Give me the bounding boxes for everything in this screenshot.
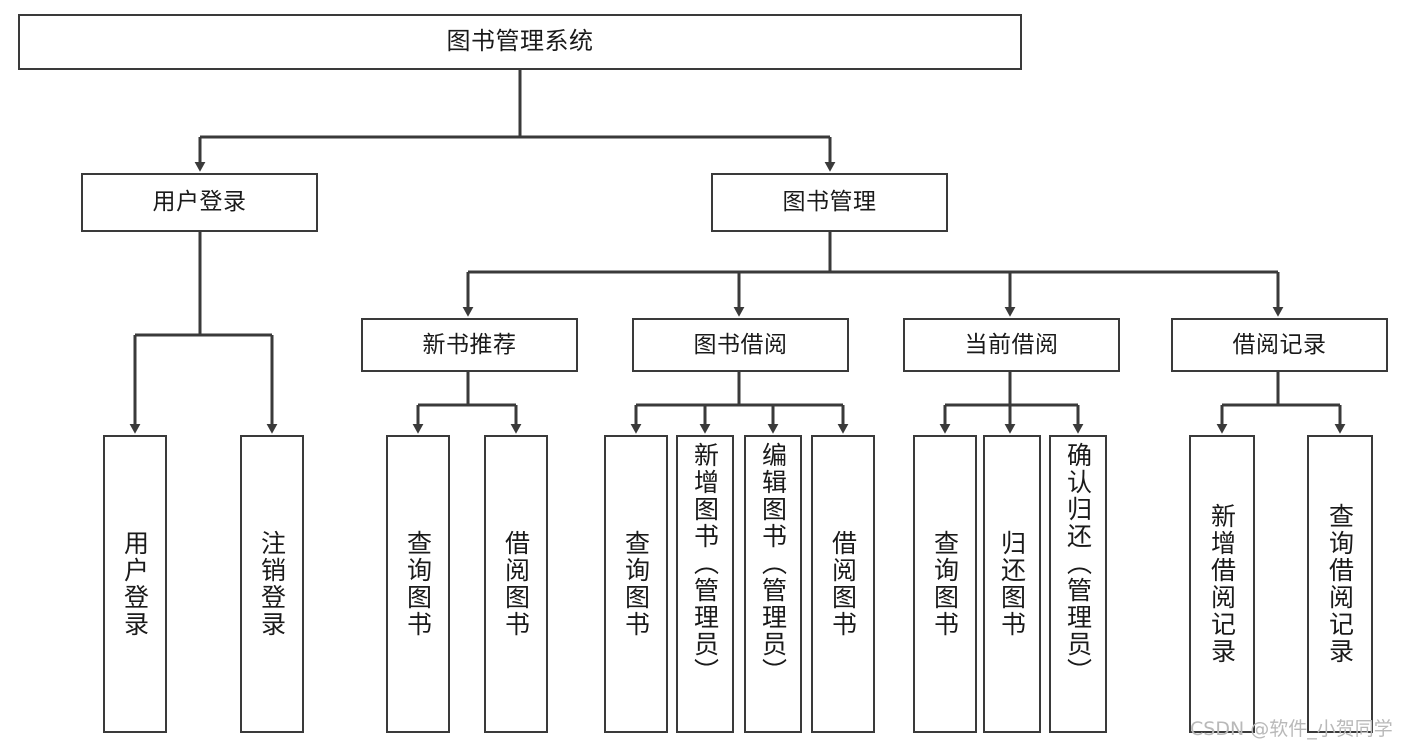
leaf-query-book-recommend[interactable]: 查询图书 <box>386 435 450 733</box>
node-label: 图书管理系统 <box>446 27 594 56</box>
watermark-text: CSDN @软件_小贺同学 <box>1190 718 1393 740</box>
leaf-return-book[interactable]: 归还图书 <box>983 435 1041 733</box>
node-current-borrow[interactable]: 当前借阅 <box>903 318 1120 372</box>
node-book-management[interactable]: 图书管理 <box>711 173 948 232</box>
leaf-label: 借阅图书 <box>828 530 858 638</box>
node-label: 新书推荐 <box>422 331 517 358</box>
node-label: 当前借阅 <box>964 331 1059 358</box>
node-label: 图书借阅 <box>693 331 788 358</box>
leaf-borrow-book[interactable]: 借阅图书 <box>811 435 875 733</box>
leaf-label: 编辑图书（管理员） <box>758 442 788 685</box>
leaf-label: 查询图书 <box>621 530 651 638</box>
leaf-query-book-current[interactable]: 查询图书 <box>913 435 977 733</box>
leaf-add-book-admin[interactable]: 新增图书（管理员） <box>676 435 734 733</box>
leaf-query-borrow-record[interactable]: 查询借阅记录 <box>1307 435 1373 733</box>
leaf-label: 新增借阅记录 <box>1207 503 1237 665</box>
node-label: 借阅记录 <box>1232 331 1327 358</box>
leaf-label: 查询图书 <box>930 530 960 638</box>
leaf-user-login[interactable]: 用户登录 <box>103 435 167 733</box>
node-user-login[interactable]: 用户登录 <box>81 173 318 232</box>
node-label: 图书管理 <box>782 189 877 216</box>
leaf-label: 用户登录 <box>120 530 150 638</box>
leaf-logout[interactable]: 注销登录 <box>240 435 304 733</box>
node-label: 用户登录 <box>152 189 247 216</box>
leaf-query-book-borrow[interactable]: 查询图书 <box>604 435 668 733</box>
leaf-label: 查询图书 <box>403 530 433 638</box>
node-book-borrow[interactable]: 图书借阅 <box>632 318 849 372</box>
leaf-add-borrow-record[interactable]: 新增借阅记录 <box>1189 435 1255 733</box>
leaf-label: 查询借阅记录 <box>1325 503 1355 665</box>
node-new-book-recommend[interactable]: 新书推荐 <box>361 318 578 372</box>
leaf-edit-book-admin[interactable]: 编辑图书（管理员） <box>744 435 802 733</box>
leaf-borrow-book-recommend[interactable]: 借阅图书 <box>484 435 548 733</box>
leaf-confirm-return-admin[interactable]: 确认归还（管理员） <box>1049 435 1107 733</box>
leaf-label: 注销登录 <box>257 530 287 638</box>
node-borrow-records[interactable]: 借阅记录 <box>1171 318 1388 372</box>
leaf-label: 新增图书（管理员） <box>690 442 720 685</box>
leaf-label: 借阅图书 <box>501 530 531 638</box>
node-root-system[interactable]: 图书管理系统 <box>18 14 1022 70</box>
leaf-label: 确认归还（管理员） <box>1063 442 1093 685</box>
leaf-label: 归还图书 <box>997 530 1027 638</box>
